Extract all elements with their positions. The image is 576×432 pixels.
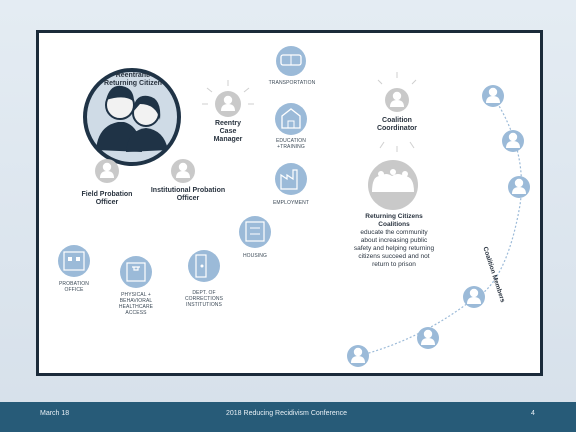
corrections-label: DEPT. OF CORRECTIONS INSTITUTIONS <box>172 290 236 308</box>
coalition-members-arc <box>357 95 523 357</box>
coalitions-body2: about increasing public <box>360 237 428 244</box>
footer-page-number: 4 <box>531 410 535 417</box>
reentrant-avatar-icon <box>83 68 181 166</box>
case-manager-line3: Manager <box>213 136 243 143</box>
case-manager-line2: Case <box>219 128 237 135</box>
field-po-label: Field Probation Officer <box>70 191 144 207</box>
employment-label: EMPLOYMENT <box>272 200 309 206</box>
inst-po-line1: Institutional Probation <box>150 187 226 194</box>
field-po-line1: Field Probation <box>81 191 133 198</box>
reentrant-label-line2: Returning Citizen <box>104 80 162 87</box>
reentrant-label-line1: Reentrant/ <box>115 72 151 79</box>
field-probation-officer-icon <box>95 159 119 183</box>
coalitions-title1: Returning Citizens <box>365 213 423 220</box>
corrections-line3: INSTITUTIONS <box>186 302 222 308</box>
coalitions-body3: safety and helping returning <box>353 245 435 252</box>
probation-office-icon <box>58 245 90 277</box>
housing-icon <box>239 216 271 248</box>
coordinator-label: Coalition Coordinator <box>364 117 430 133</box>
healthcare-line2: BEHAVIORAL <box>119 298 153 304</box>
case-manager-line1: Reentry <box>214 120 242 127</box>
healthcare-line4: ACCESS <box>125 310 147 316</box>
housing-label: HOUSING <box>242 253 268 259</box>
transportation-icon <box>276 46 306 76</box>
slide-footer: March 18 2018 Reducing Recidivism Confer… <box>0 402 576 432</box>
case-manager-label: Reentry Case Manager <box>208 120 248 144</box>
healthcare-label: PHYSICAL + BEHAVIORAL HEALTHCARE ACCESS <box>110 292 162 316</box>
transportation-label: TRANSPORTATION <box>268 80 316 86</box>
institutional-probation-officer-icon <box>171 159 195 183</box>
inst-po-line2: Officer <box>176 195 200 202</box>
healthcare-icon <box>120 256 152 288</box>
field-po-line2: Officer <box>95 199 119 206</box>
inst-po-label: Institutional Probation Officer <box>140 187 236 203</box>
coalitions-body5: return to prison <box>372 261 416 268</box>
coalition-coordinator-icon <box>377 72 417 152</box>
education-label: EDUCATION +TRAINING <box>266 138 316 150</box>
coalitions-title2: Coalitions <box>378 221 410 228</box>
corrections-line2: CORRECTIONS <box>184 296 224 302</box>
coalitions-text: Returning Citizens Coalitions educate th… <box>346 213 442 269</box>
footer-date: March 18 <box>40 410 70 417</box>
coalitions-group-icon <box>368 160 418 210</box>
coordinator-line2: Coordinator <box>376 125 418 132</box>
coordinator-line1: Coalition <box>382 117 412 124</box>
member-icons <box>347 85 530 367</box>
case-manager-icon <box>202 80 254 117</box>
employment-icon <box>275 163 307 195</box>
probation-office-line1: PROBATION <box>59 281 89 287</box>
coalitions-body1: educate the community <box>360 229 428 236</box>
probation-office-line2: OFFICE <box>64 287 84 293</box>
corrections-icon <box>188 250 220 282</box>
reentrant-label: Reentrant/ Returning Citizen <box>96 72 170 88</box>
corrections-line1: DEPT. OF <box>192 290 216 296</box>
education-line1: EDUCATION <box>276 138 306 144</box>
healthcare-line1: PHYSICAL + <box>121 292 151 298</box>
coalitions-body4: citizens succeed and not <box>358 253 430 260</box>
education-line2: +TRAINING <box>277 144 305 150</box>
healthcare-line3: HEALTHCARE <box>118 304 154 310</box>
education-icon <box>275 103 307 135</box>
footer-title: 2018 Reducing Recidivism Conference <box>226 410 348 417</box>
probation-office-label: PROBATION OFFICE <box>52 281 96 293</box>
